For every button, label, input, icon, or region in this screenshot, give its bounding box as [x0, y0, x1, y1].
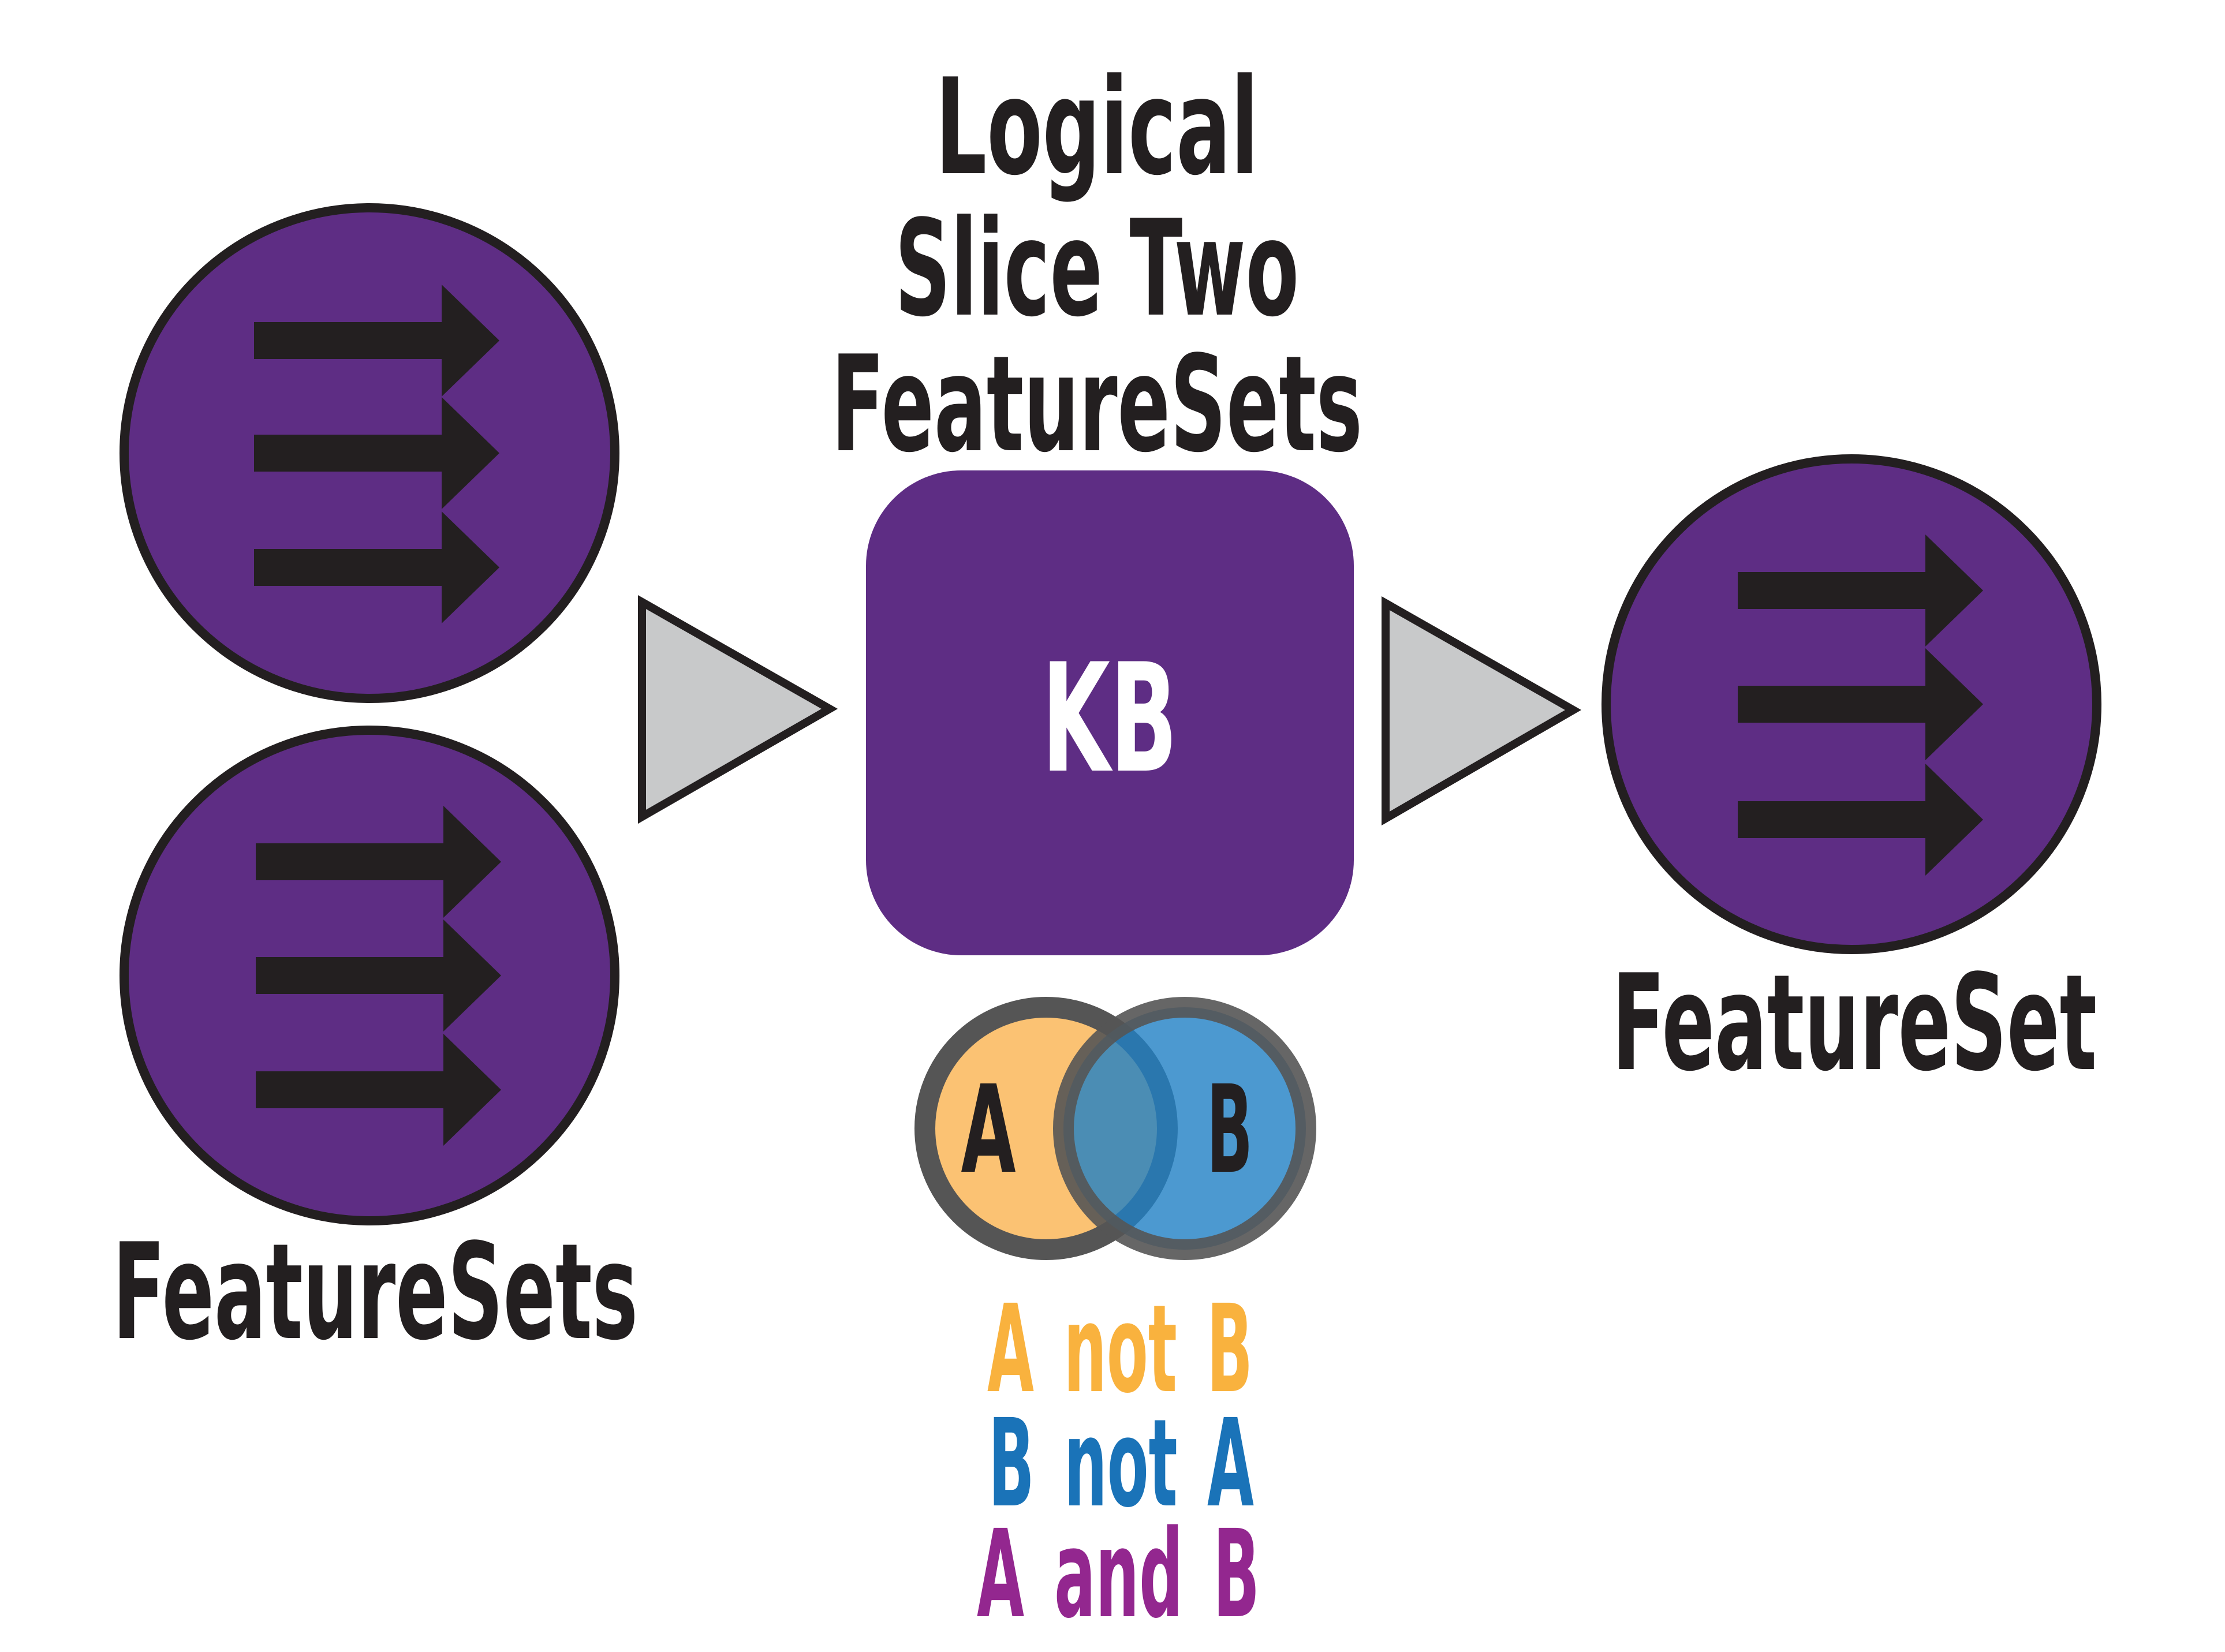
three-right-arrows-icon: [256, 806, 501, 1146]
op-mid: not: [1063, 1279, 1177, 1420]
venn-label-a: A: [961, 1059, 1016, 1201]
three-right-arrows-icon: [1738, 535, 1983, 876]
diagram-title: Logical Slice Two FeatureSets: [831, 51, 1362, 482]
op-mid: not: [1064, 1393, 1177, 1534]
operation-a-not-b: A not B: [987, 1279, 1253, 1420]
op-right: B: [1207, 1279, 1253, 1420]
input-featureset-2: [120, 726, 619, 1225]
venn-label-b: B: [1207, 1059, 1253, 1201]
operation-a-and-b: A and B: [977, 1504, 1260, 1645]
output-label: FeatureSet: [1612, 947, 2097, 1101]
triangle-right-arrow-icon: [638, 595, 838, 824]
op-left: A: [977, 1504, 1024, 1645]
op-left: A: [987, 1279, 1034, 1420]
op-mid: and: [1054, 1504, 1183, 1645]
input-featureset-1: [120, 203, 619, 703]
operation-b-not-a: B not A: [988, 1393, 1254, 1534]
set-operations: A not B B not A A and B: [977, 1279, 1260, 1645]
output-featureset: [1601, 454, 2101, 954]
op-right: A: [1207, 1393, 1254, 1534]
venn-circle-b: [1053, 997, 1316, 1260]
title-line-1: Logical: [935, 51, 1259, 205]
op-right: B: [1213, 1504, 1260, 1645]
three-right-arrows-icon: [254, 285, 499, 623]
triangle-right-arrow-icon: [1382, 596, 1582, 826]
kb-box: KB: [866, 470, 1354, 955]
op-left: B: [988, 1393, 1035, 1534]
kb-label: KB: [1042, 632, 1178, 806]
title-line-3: FeatureSets: [831, 328, 1362, 482]
title-line-2: Slice Two: [895, 192, 1299, 346]
venn-diagram: A B: [914, 997, 1316, 1260]
inputs-label: FeatureSets: [113, 1216, 638, 1370]
